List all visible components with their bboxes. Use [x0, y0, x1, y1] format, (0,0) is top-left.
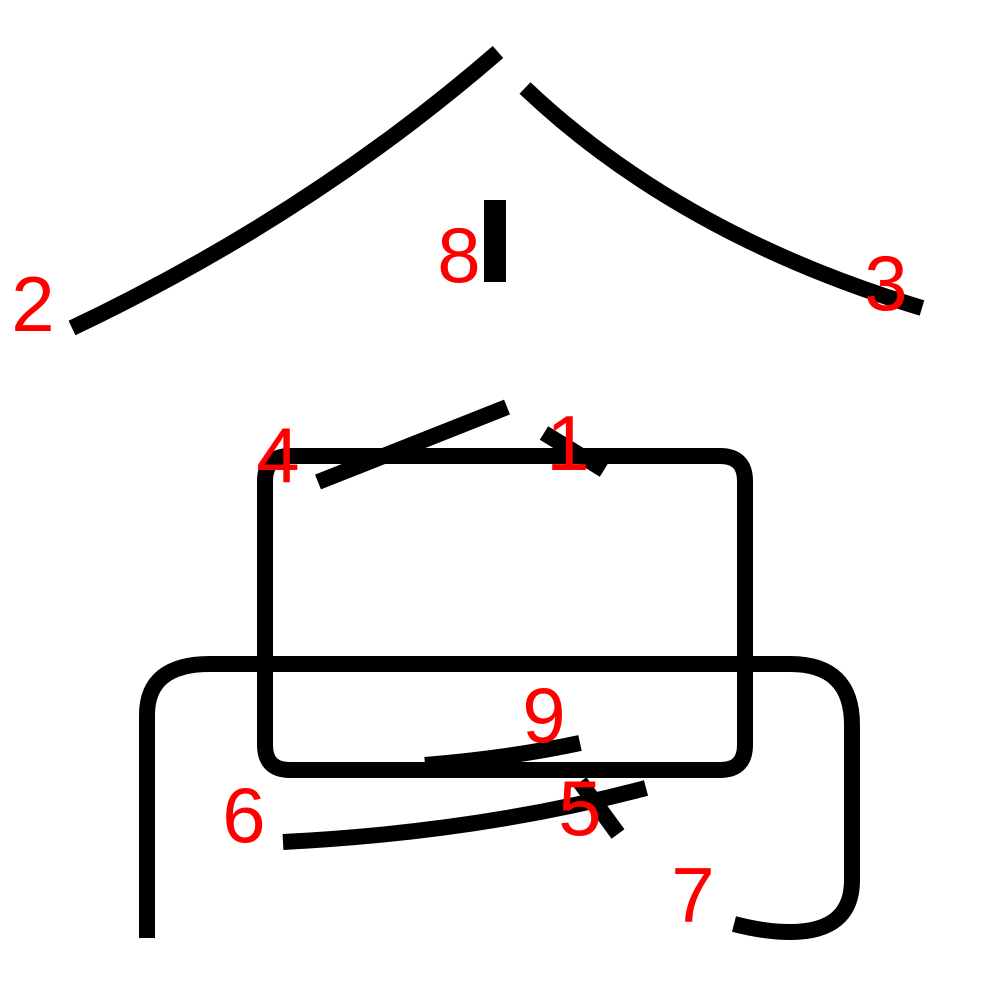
upper-box-stroke [257, 448, 753, 778]
stroke-3 [519, 82, 925, 316]
lower-frame-stroke [139, 656, 860, 940]
stroke-label-9: 9 [522, 671, 565, 759]
stroke-label-3: 3 [864, 239, 907, 327]
stroke-label-5: 5 [558, 764, 601, 852]
stroke-label-4: 4 [256, 411, 299, 499]
stroke-label-7: 7 [671, 851, 714, 939]
stroke-5 [573, 777, 625, 839]
stroke-label-2: 2 [11, 260, 54, 348]
stroke-4 [315, 399, 510, 490]
stroke-label-8: 8 [437, 211, 480, 299]
stroke-label-6: 6 [222, 771, 265, 859]
stroke-label-1: 1 [546, 399, 589, 487]
stroke-2 [68, 45, 504, 336]
stroke-9 [424, 735, 582, 773]
